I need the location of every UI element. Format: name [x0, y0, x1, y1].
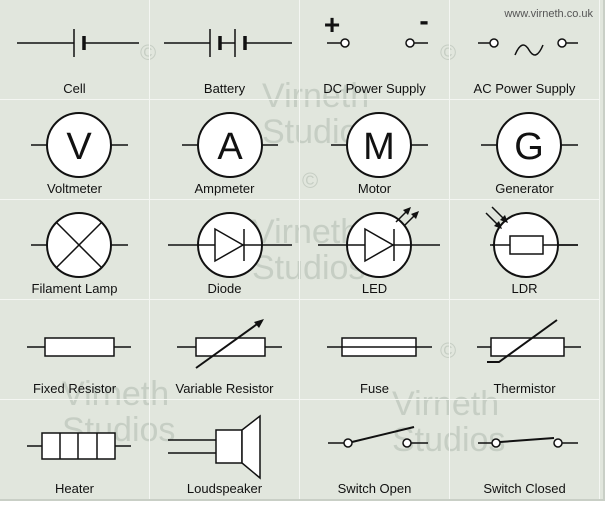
- heater-label: Heater: [54, 481, 95, 496]
- light-arrows-icon: [494, 215, 508, 229]
- ac-power-supply-symbol-tile: AC Power Supply: [450, 0, 600, 100]
- variable-resistor-label: Variable Resistor: [175, 381, 274, 396]
- site-credit: www.virneth.co.uk: [504, 8, 593, 20]
- ammeter-label: Ampmeter: [194, 181, 255, 196]
- variable-resistor-symbol-tile: Variable Resistor: [150, 300, 300, 400]
- diode-label: Diode: [207, 281, 242, 296]
- diode-symbol-tile: Diode: [150, 200, 300, 300]
- filament-lamp-label: Filament Lamp: [31, 281, 118, 296]
- variable-resistor-symbol: [177, 319, 282, 369]
- battery-symbol-tile: Battery: [150, 0, 300, 100]
- ldr-symbol: [485, 206, 578, 278]
- led-symbol: [318, 207, 440, 278]
- generator-symbol-tile: G Generator: [450, 100, 600, 200]
- ldr-symbol-tile: LDR: [450, 200, 600, 300]
- cell-symbol-tile: Cell: [0, 0, 150, 100]
- filament-lamp-symbol-tile: Filament Lamp: [0, 200, 150, 300]
- positive-terminal-sign: +: [324, 9, 340, 40]
- led-symbol-tile: LED: [300, 200, 450, 300]
- voltmeter-letter: V: [66, 126, 92, 168]
- generator-symbol: G: [481, 112, 578, 178]
- thermistor-symbol: [477, 319, 581, 363]
- switch-open-symbol: [328, 426, 428, 448]
- ammeter-symbol: A: [182, 112, 278, 178]
- ac-power-supply-label: AC Power Supply: [473, 81, 576, 96]
- switch-open-label: Switch Open: [337, 481, 412, 496]
- motor-label: Motor: [357, 181, 392, 196]
- fuse-symbol-tile: Fuse: [300, 300, 450, 400]
- voltmeter-symbol: V: [31, 112, 128, 178]
- negative-terminal-sign: -: [419, 5, 428, 36]
- diode-symbol: [168, 212, 292, 278]
- adjust-arrow-icon: [254, 319, 264, 328]
- thermistor-symbol-tile: Thermistor: [450, 300, 600, 400]
- fixed-resistor-symbol: [27, 337, 131, 357]
- heater-symbol-tile: Heater: [0, 400, 150, 499]
- voltmeter-symbol-tile: V Voltmeter: [0, 100, 150, 200]
- dc-power-supply-symbol-tile: + - DC Power Supply: [300, 0, 450, 100]
- motor-symbol-tile: M Motor: [300, 100, 450, 200]
- generator-letter: G: [514, 126, 544, 168]
- motor-letter: M: [363, 126, 395, 168]
- filament-lamp-symbol: [31, 212, 128, 278]
- loudspeaker-symbol: [168, 414, 261, 480]
- ldr-label: LDR: [511, 281, 538, 296]
- switch-closed-symbol-tile: Switch Closed: [450, 400, 600, 499]
- ammeter-symbol-tile: A Ampmeter: [150, 100, 300, 200]
- ammeter-letter: A: [217, 126, 243, 168]
- cell-symbol: [17, 29, 139, 57]
- ac-power-supply-symbol: [478, 38, 578, 56]
- switch-closed-label: Switch Closed: [483, 481, 566, 496]
- watermark-copyright: ©: [440, 40, 457, 65]
- fixed-resistor-label: Fixed Resistor: [32, 381, 117, 396]
- watermark-copyright: ©: [140, 40, 157, 65]
- light-arrows-icon: [403, 207, 419, 219]
- cell-label: Cell: [63, 81, 86, 96]
- heater-symbol: [27, 432, 131, 460]
- switch-open-symbol-tile: Switch Open: [300, 400, 450, 499]
- loudspeaker-label: Loudspeaker: [186, 481, 263, 496]
- voltmeter-label: Voltmeter: [47, 181, 102, 196]
- fixed-resistor-symbol-tile: Fixed Resistor: [0, 300, 150, 400]
- watermark-copyright: ©: [440, 338, 457, 363]
- switch-closed-symbol: [478, 437, 578, 448]
- watermark-copyright: ©: [302, 168, 319, 193]
- dc-power-supply-label: DC Power Supply: [323, 81, 426, 96]
- thermistor-label: Thermistor: [493, 381, 556, 396]
- battery-symbol: [164, 29, 292, 57]
- battery-label: Battery: [203, 81, 246, 96]
- fuse-label: Fuse: [360, 381, 389, 396]
- loudspeaker-symbol-tile: Loudspeaker: [150, 400, 300, 499]
- generator-label: Generator: [495, 181, 554, 196]
- motor-symbol: M: [331, 112, 428, 178]
- fuse-symbol: [327, 337, 432, 357]
- led-label: LED: [361, 281, 388, 296]
- dc-power-supply-symbol: + -: [324, 5, 429, 48]
